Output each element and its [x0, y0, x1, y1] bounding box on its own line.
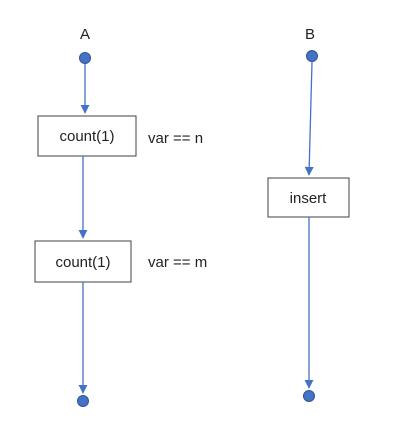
lane-b-end-node: [303, 390, 315, 402]
lane-a-end-node: [77, 395, 89, 407]
lane-a-start-node: [79, 52, 91, 64]
box-a1-annotation: var == n: [148, 130, 203, 147]
box-a2: [34, 240, 132, 283]
box-a2-label: count(1): [55, 254, 110, 271]
lane-a-label: A: [80, 26, 90, 43]
edge-b-start-to-b1: [304, 61, 314, 176]
box-a2-annotation: var == m: [148, 254, 207, 271]
box-a1: [37, 115, 137, 157]
lane-b-start-node: [306, 50, 318, 62]
box-a1-label: count(1): [59, 128, 114, 145]
box-b1-label: insert: [290, 190, 328, 207]
box-b1: [267, 177, 350, 218]
lane-b-label: B: [305, 26, 315, 43]
